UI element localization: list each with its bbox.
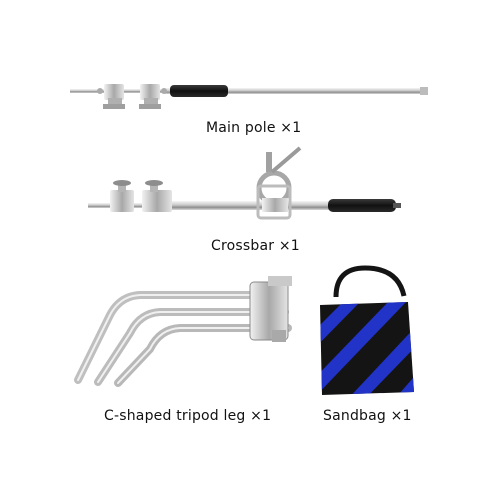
- tripod-leg-label: C-shaped tripod leg ×1: [104, 408, 272, 424]
- main-pole-label: Main pole ×1: [206, 120, 302, 136]
- sandbag: [320, 265, 414, 395]
- sandbag-label: Sandbag ×1: [323, 408, 412, 424]
- main-pole: [70, 84, 428, 109]
- crossbar: [88, 146, 401, 220]
- crossbar-label: Crossbar ×1: [211, 238, 300, 254]
- tripod-legs: [74, 276, 292, 387]
